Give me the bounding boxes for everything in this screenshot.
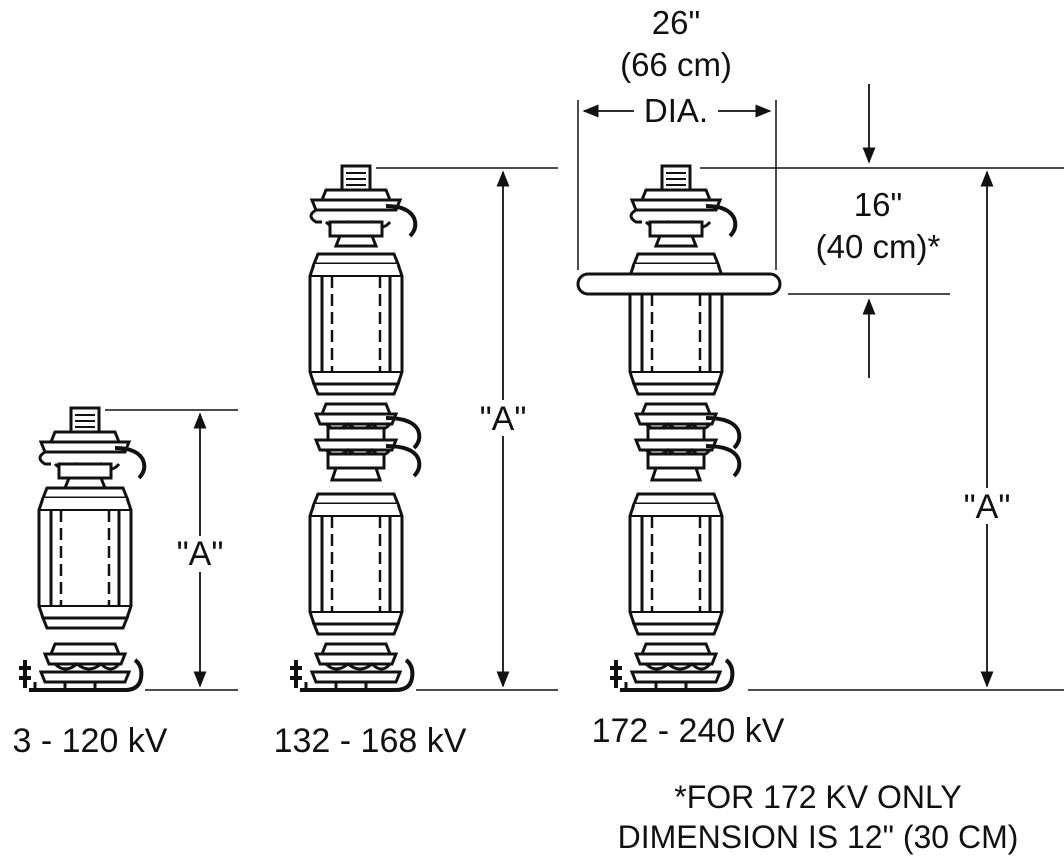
arrester-unit-2: "A" 132 - 168 kV [274, 164, 558, 760]
arrester-2-upper-housing [308, 252, 404, 396]
dim-1-label: "A" [177, 535, 224, 573]
ring-dia-tag: DIA. [644, 92, 708, 129]
footnote-line-1: *FOR 172 KV ONLY [674, 779, 962, 815]
arrester-2-cap [309, 164, 418, 248]
arrester-3-cap [629, 164, 738, 248]
voltage-label-3: 172 - 240 kV [592, 712, 785, 750]
arrester-unit-1: "A" 3 - 120 kV [13, 406, 238, 760]
dim-3-label: "A" [964, 488, 1011, 526]
grading-ring [576, 272, 782, 296]
arrester-2-coupling [314, 402, 422, 482]
ring-dia-cm: (66 cm) [620, 46, 732, 83]
arrester-2-base [288, 642, 415, 692]
voltage-label-2: 132 - 168 kV [274, 722, 467, 760]
arrester-2-lower-housing [308, 492, 404, 636]
footnote-line-2: DIMENSION IS 12" (30 CM) [618, 819, 1019, 855]
arrester-3-coupling [634, 402, 742, 482]
arrester-1-base [17, 642, 144, 692]
ring-dia-inches: 26" [652, 4, 700, 41]
arrester-3-base [608, 642, 735, 692]
ring-drop-cm: (40 cm)* [816, 228, 941, 265]
arrester-1-cap [38, 406, 147, 490]
ring-drop-inches: 16" [854, 186, 902, 223]
voltage-label-1: 3 - 120 kV [13, 722, 168, 760]
arrester-unit-3: 26" (66 cm) DIA. 16" (40 cm)* "A" 172 - … [576, 4, 1064, 750]
arrester-3-lower-housing [628, 492, 724, 636]
arrester-1-housing [37, 486, 133, 630]
dim-2-label: "A" [480, 400, 527, 438]
